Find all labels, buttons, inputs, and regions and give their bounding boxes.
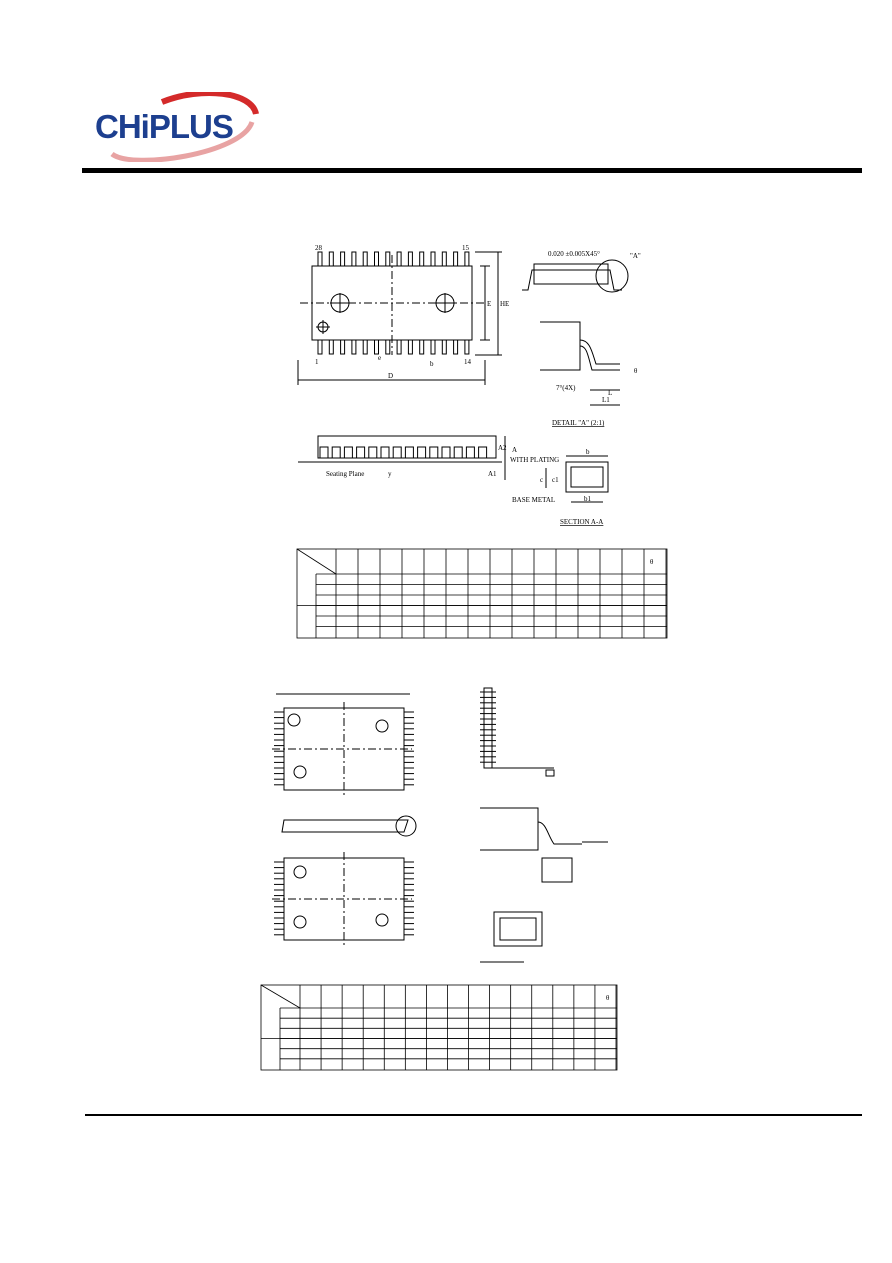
seating-plane-label: Seating Plane [326, 470, 364, 478]
pin-label-14: 14 [464, 358, 472, 366]
dim-label-L1: L1 [602, 396, 610, 404]
dim-label-theta: θ [634, 367, 638, 375]
tsop-pins [274, 691, 496, 936]
dim-label-A: A [512, 446, 517, 454]
logo-text: CHiPLUS [95, 108, 234, 145]
dim-label-c1: c1 [552, 476, 559, 484]
coplanarity-label: y [388, 470, 392, 478]
header-rule [82, 168, 862, 173]
pin-label-28: 28 [315, 244, 323, 252]
pin-label-15: 15 [462, 244, 470, 252]
dim-label-A2: A2 [498, 444, 507, 452]
dim-label-b1: b1 [584, 495, 592, 503]
table1-theta-header: θ [650, 558, 654, 566]
dim-label-A1: A1 [488, 470, 497, 478]
dim-label-e: e [378, 354, 381, 362]
detail-callout: "A" [630, 252, 641, 260]
package-outline-drawing-1: 28 15 1 14 D E HE e b 0.020 ±0.005X45° "… [297, 244, 641, 526]
dim-label-b: b [430, 360, 434, 368]
base-metal-label: BASE METAL [512, 496, 555, 504]
pin-label-1: 1 [315, 358, 319, 366]
angle-note: 7°(4X) [556, 384, 576, 392]
dim-label-b-section: b [586, 448, 590, 456]
dim-label-E: E [487, 300, 491, 308]
detail-title: DETAIL "A" (2:1) [552, 419, 605, 427]
company-logo: CHiPLUS [92, 89, 260, 163]
dimension-table-1: θ [296, 548, 668, 639]
package-pins [317, 251, 488, 459]
dim-label-D: D [388, 372, 393, 380]
table2-theta-header: θ [606, 994, 610, 1002]
package-outline-drawing-2 [272, 687, 608, 963]
dim-label-L: L [608, 389, 612, 397]
section-title: SECTION A-A [560, 518, 603, 526]
footer-rule [85, 1114, 862, 1116]
logo-swoosh [110, 89, 259, 163]
chamfer-note: 0.020 ±0.005X45° [548, 250, 600, 258]
dim-label-HE: HE [500, 300, 509, 308]
dim-label-c: c [540, 476, 543, 484]
with-plating-label: WITH PLATING [510, 456, 559, 464]
dimension-table-2: θ [260, 984, 618, 1071]
